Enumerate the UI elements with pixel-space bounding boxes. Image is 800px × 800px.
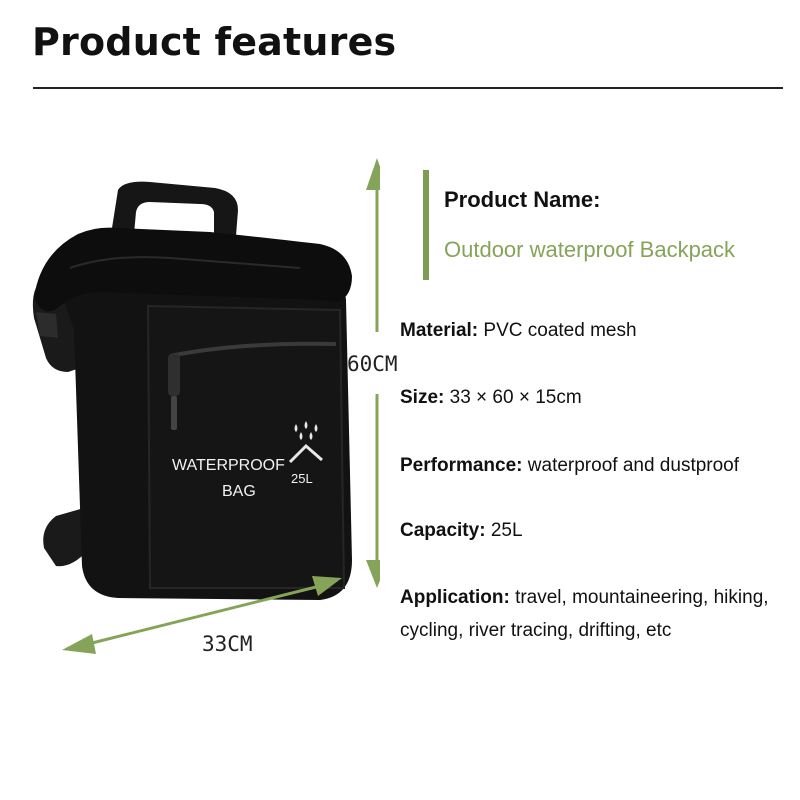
spec-application-value: travel, mountaineering, hiking, cycling,…	[400, 587, 769, 641]
bag-print-capacity: 25L	[291, 471, 313, 486]
spec-material-label: Material:	[400, 320, 479, 341]
spec-material: Material: PVC coated mesh	[400, 314, 790, 347]
spec-size: Size: 33 × 60 × 15cm	[400, 381, 790, 414]
spec-application-label: Application:	[400, 587, 510, 608]
spec-size-value: 33 × 60 × 15cm	[449, 387, 582, 408]
accent-bar	[423, 170, 429, 280]
spec-capacity: Capacity: 25L	[400, 514, 790, 547]
zipper-pull	[168, 354, 180, 396]
title-divider	[33, 87, 783, 89]
spec-application: Application: travel, mountaineering, hik…	[400, 581, 790, 647]
product-name-value: Outdoor waterproof Backpack	[444, 237, 736, 262]
bag-print-line1: WATERPROOF	[172, 457, 285, 474]
lower-strap	[43, 508, 88, 567]
spec-capacity-label: Capacity:	[400, 520, 486, 541]
width-dimension-label: 33CM	[202, 632, 253, 656]
page-title: Product features	[32, 20, 397, 64]
strap-buckle	[36, 312, 58, 338]
spec-material-value: PVC coated mesh	[483, 320, 637, 341]
arrow-vertical-icon	[366, 158, 380, 588]
bag-print-line2: BAG	[222, 483, 256, 500]
carry-handle	[112, 181, 238, 236]
spec-performance: Performance: waterproof and dustproof	[400, 449, 790, 482]
arrow-horizontal-icon	[62, 576, 342, 654]
backpack-image: WATERPROOF BAG 25L	[32, 158, 380, 654]
droplets-icon	[288, 421, 323, 464]
height-dimension-label: 60CM	[347, 352, 398, 376]
zipper	[169, 341, 337, 358]
spec-size-label: Size:	[400, 387, 445, 408]
spec-performance-label: Performance:	[400, 455, 523, 476]
product-name-label: Product Name:	[444, 187, 601, 212]
spec-capacity-value: 25L	[490, 520, 523, 541]
spec-performance-value: waterproof and dustproof	[527, 455, 740, 476]
roll-top	[34, 227, 352, 312]
